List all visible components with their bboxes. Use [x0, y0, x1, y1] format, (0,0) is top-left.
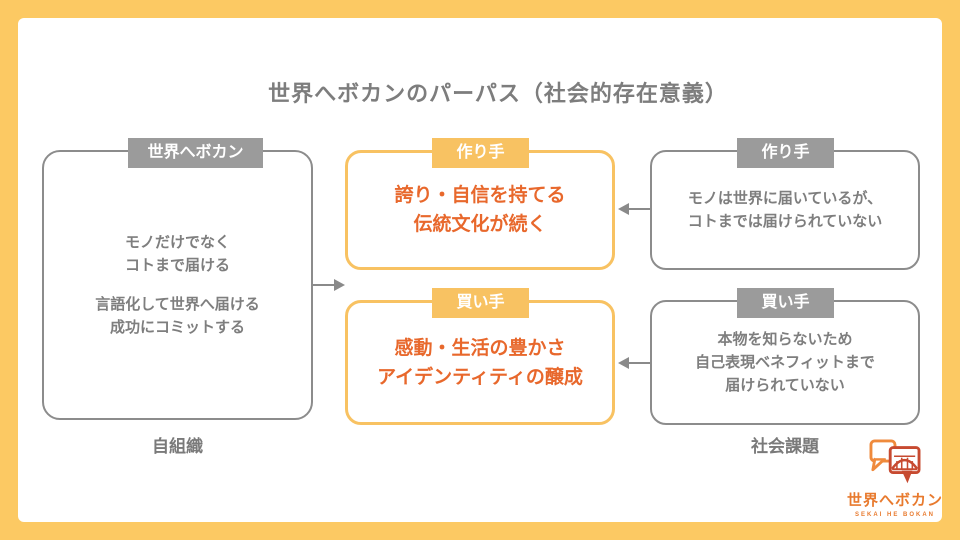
arrow-left-icon	[618, 357, 629, 369]
issues-label: 社会課題	[751, 437, 819, 456]
arrow-left-icon	[618, 203, 629, 215]
company-logo: 世界へボカン SEKAI HE BOKAN	[842, 438, 948, 522]
tab-self-org: 世界へボカン	[128, 138, 263, 168]
arrow-right-line	[313, 284, 334, 286]
self-org-line: 言語化して世界へ届ける	[95, 296, 260, 313]
self-org-box: モノだけでなく コトまで届ける 言語化して世界へ届ける 成功にコミットする	[42, 150, 313, 420]
slide-canvas: 世界へボカンのパーパス（社会的存在意義） 世界へボカン モノだけでなく コトまで…	[18, 18, 942, 522]
issue-buyer-box: 本物を知らないため 自己表現ベネフィットまで 届けられていない	[650, 300, 920, 425]
tab-issue-maker: 作り手	[737, 138, 834, 168]
purpose-buyer-box: 感動・生活の豊かさ アイデンティティの醸成	[345, 300, 615, 425]
arrow-right-icon	[334, 279, 345, 291]
logo-tagline: SEKAI HE BOKAN	[854, 512, 935, 518]
self-org-paragraph-2: 言語化して世界へ届ける 成功にコミットする	[95, 293, 260, 339]
self-org-paragraph-1: モノだけでなく コトまで届ける	[125, 231, 230, 277]
speech-bubbles-icon	[869, 439, 921, 484]
bridge-bubble-tail-icon	[901, 470, 913, 484]
arrow-left-line	[628, 362, 650, 364]
self-org-line: モノだけでなく	[124, 234, 230, 251]
logo-name: 世界へボカン	[846, 492, 943, 509]
tab-purpose-maker: 作り手	[432, 138, 529, 168]
issue-buyer-line: 届けられていない	[725, 377, 845, 394]
purpose-buyer-line: アイデンティティの醸成	[377, 366, 583, 388]
issue-buyer-line: 本物を知らないため	[717, 331, 853, 348]
purpose-maker-line: 伝統文化が続く	[413, 214, 547, 235]
issue-maker-text: モノは世界に届いているが、 コトまでは届けられていない	[688, 187, 883, 233]
purpose-maker-text: 誇り・自信を持てる 伝統文化が続く	[394, 181, 565, 239]
speech-bubble-tail-icon	[871, 457, 886, 472]
tab-purpose-buyer: 買い手	[432, 288, 529, 318]
issue-maker-line: コトまでは届けられていない	[687, 213, 883, 230]
issue-buyer-text: 本物を知らないため 自己表現ベネフィットまで 届けられていない	[695, 328, 875, 397]
issue-buyer-line: 自己表現ベネフィットまで	[695, 354, 875, 371]
page-title: 世界へボカンのパーパス（社会的存在意義）	[268, 81, 728, 106]
self-org-label: 自組織	[152, 437, 203, 456]
purpose-buyer-text: 感動・生活の豊かさ アイデンティティの醸成	[377, 334, 583, 392]
issue-maker-box: モノは世界に届いているが、 コトまでは届けられていない	[650, 150, 920, 270]
purpose-maker-box: 誇り・自信を持てる 伝統文化が続く	[345, 150, 615, 270]
arrow-left-line	[628, 208, 650, 210]
self-org-line: 成功にコミットする	[109, 319, 245, 336]
issue-maker-line: モノは世界に届いているが、	[687, 190, 883, 207]
purpose-maker-line: 誇り・自信を持てる	[394, 185, 566, 206]
tab-issue-buyer: 買い手	[737, 288, 834, 318]
self-org-line: コトまで届ける	[124, 257, 230, 274]
bridge-arch-icon	[891, 458, 919, 470]
purpose-buyer-line: 感動・生活の豊かさ	[394, 337, 566, 359]
